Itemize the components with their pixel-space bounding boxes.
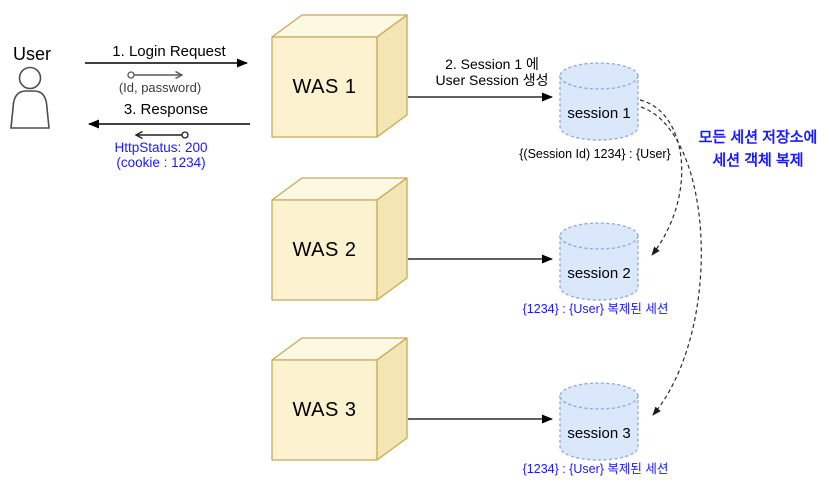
create-session-line2: User Session 생성 [435,72,549,89]
response-status-label: HttpStatus: 200 [114,140,208,155]
was1-cube [271,14,408,138]
was2-label: WAS 2 [292,239,357,261]
create-session-label: 2. Session 1 에 User Session 생성 [408,56,576,88]
session3-cylinder [559,382,639,461]
replication-annotation-line1: 모든 세션 저장소에 [698,129,818,146]
user-label: User [12,44,51,64]
response-payload-origin-dot [181,131,189,139]
login-request-label: 1. Login Request [112,43,226,60]
session2-label: session 2 [567,265,631,282]
was2-cube [271,177,408,301]
session1-cylinder [559,62,639,141]
login-payload-origin-dot [127,71,135,79]
session3-caption: {1234} : {User} 복제된 세션 [522,462,669,476]
was3-cube [271,337,408,461]
replication-annotation: 모든 세션 저장소에 세션 객체 복제 [683,126,833,173]
user-actor-icon [10,66,50,129]
was1-label: WAS 1 [292,76,357,98]
session2-cylinder [559,222,639,301]
replication-annotation-line2: 세션 객체 복제 [712,152,804,170]
create-session-line1: 2. Session 1 에 [445,56,539,72]
session1-label: session 1 [567,105,631,122]
was3-label: WAS 3 [292,399,357,421]
session2-caption: {1234} : {User} 복제된 세션 [522,302,669,316]
session1-caption: {(Session Id) 1234} : {User} [519,147,671,161]
login-payload-label: (Id, password) [118,80,202,95]
response-label: 3. Response [123,101,209,118]
session3-label: session 3 [567,425,631,442]
replicate-to-session2-curve [639,99,683,256]
response-cookie-label: (cookie : 1234) [116,155,206,170]
